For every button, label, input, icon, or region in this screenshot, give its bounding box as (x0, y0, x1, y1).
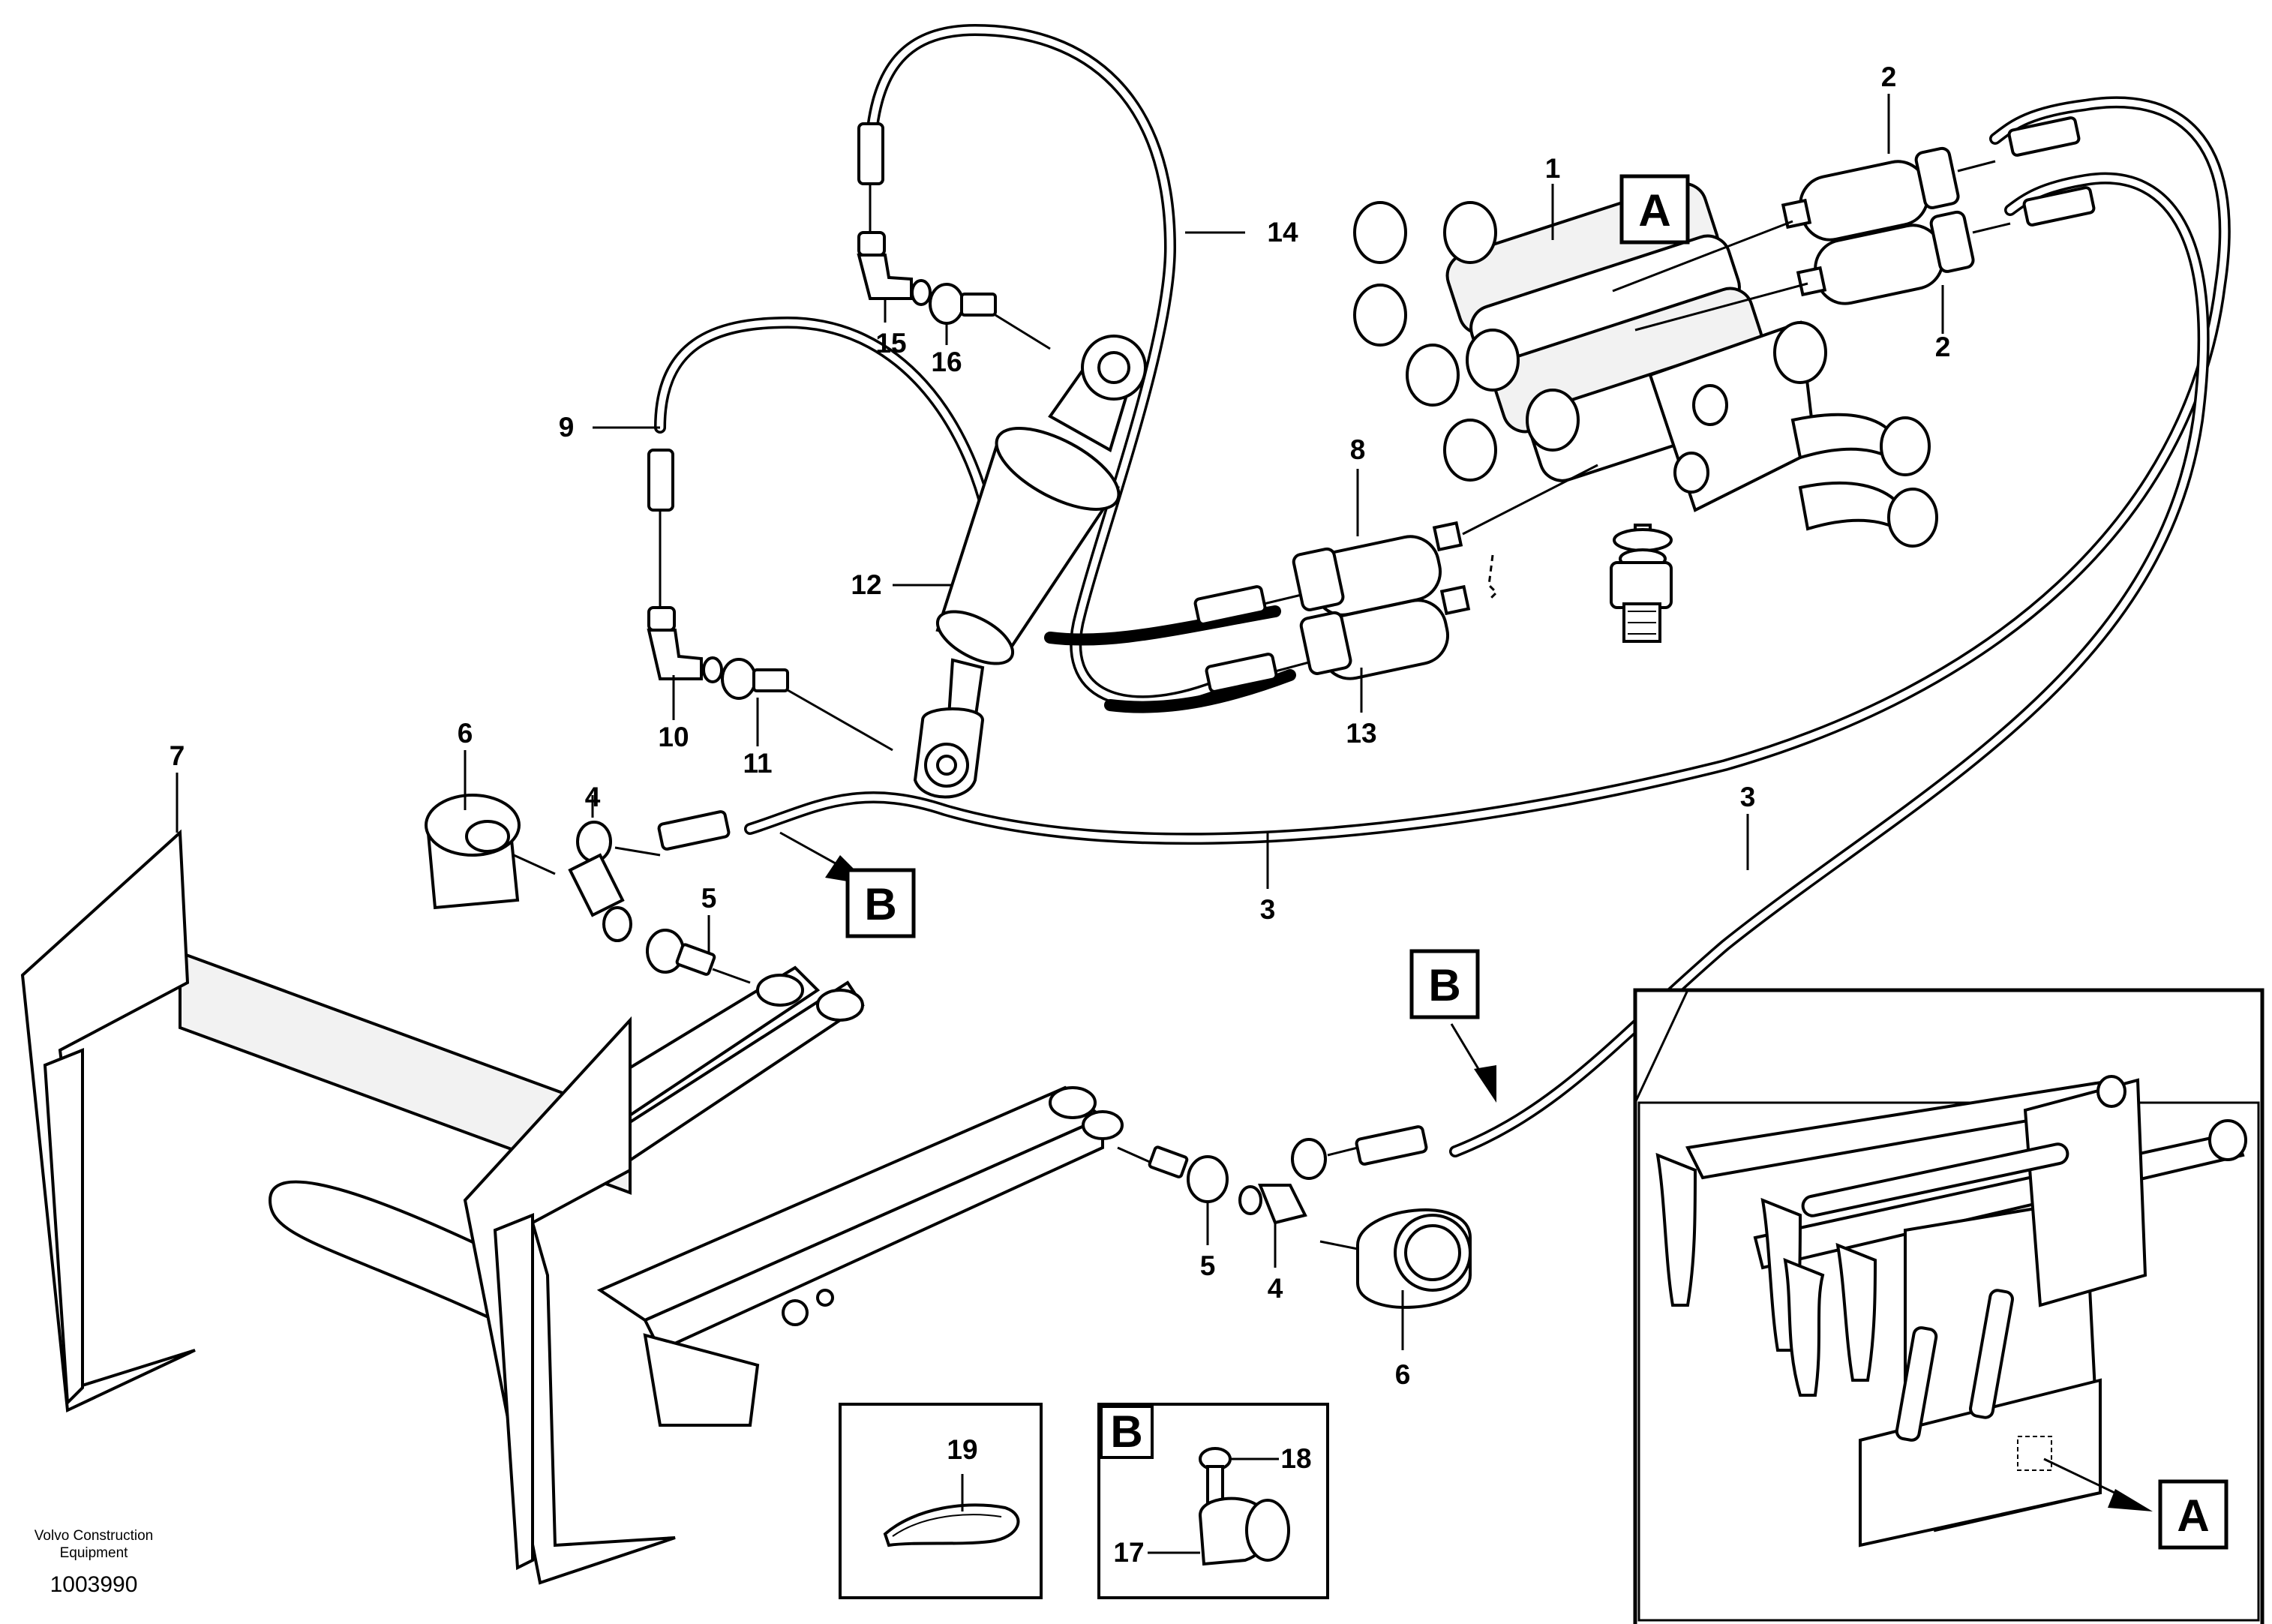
hydraulic-cylinder (913, 335, 1147, 799)
part-label-3a: 3 (1260, 894, 1276, 925)
hose-14 (864, 24, 1221, 708)
attachment-frame (20, 829, 1124, 1585)
part-label-2b: 2 (1935, 332, 1951, 362)
part-label-10: 10 (658, 722, 689, 752)
label-box-b-lower (1409, 949, 1480, 1019)
part-label-6b: 6 (1395, 1359, 1411, 1390)
detail-label-b-box: B (1110, 1406, 1142, 1457)
part-label-3b: 3 (1740, 782, 1756, 812)
hose-3-upper (744, 96, 2231, 845)
label-box-b-main (845, 868, 916, 938)
part-label-15: 15 (875, 328, 906, 359)
credit-line-1: Volvo Construction (35, 1528, 153, 1544)
part-label-13: 13 (1346, 718, 1376, 749)
part-label-9: 9 (559, 412, 575, 443)
coupling-8 (1193, 521, 1463, 626)
detail-box-19 (839, 1403, 1043, 1599)
label-box-a-top (1619, 174, 1690, 245)
part-label-1: 1 (1545, 153, 1561, 184)
credit-line-2: Equipment (60, 1545, 129, 1561)
coupling-2-upper (1781, 116, 2081, 242)
hose-9 (654, 317, 996, 531)
leader-lines (176, 94, 1944, 1350)
detail-label-a-top: A (1638, 185, 1670, 236)
part-label-8: 8 (1350, 434, 1366, 465)
fitting-15-16 (857, 122, 1051, 350)
hose-13 (1104, 669, 1296, 713)
document-number: 1003990 (50, 1572, 138, 1597)
coupling-2-lower (1796, 186, 2096, 305)
bushing-6-right (1356, 1208, 1472, 1309)
bushing-6-left (425, 794, 521, 910)
fitting-10-11 (647, 449, 893, 752)
control-valve (1353, 182, 1938, 643)
part-label-5b: 5 (1200, 1250, 1216, 1281)
part-label-12: 12 (851, 569, 881, 600)
label-box-a-inset (2158, 1479, 2228, 1550)
part-label-2a: 2 (1881, 62, 1897, 92)
inset-machine-overview (1633, 988, 2264, 1624)
coupling-13 (1205, 584, 1471, 693)
fitting-4-5-left (513, 810, 751, 984)
part-label-5a: 5 (701, 883, 717, 914)
part-label-19: 19 (947, 1434, 977, 1465)
fitting-4-5-right (1117, 1125, 1428, 1250)
part-label-14: 14 (1267, 217, 1298, 248)
part-label-18: 18 (1280, 1443, 1311, 1474)
arrow-a-inset (2043, 1457, 2153, 1511)
part-label-17: 17 (1113, 1537, 1144, 1568)
part-label-7: 7 (170, 740, 185, 771)
part-label-11: 11 (743, 748, 772, 779)
part-label-4b: 4 (1268, 1273, 1283, 1304)
detail-label-b-main: B (864, 879, 896, 929)
detail-box-b-clamp (1097, 1403, 1329, 1599)
detail-label-a-inset: A (2177, 1490, 2209, 1541)
part-label-4a: 4 (585, 782, 601, 812)
part-label-16: 16 (931, 347, 962, 377)
detail-label-b-lower: B (1428, 960, 1460, 1010)
part-label-6a: 6 (458, 718, 473, 749)
arrow-b-lower (1450, 1023, 1496, 1103)
